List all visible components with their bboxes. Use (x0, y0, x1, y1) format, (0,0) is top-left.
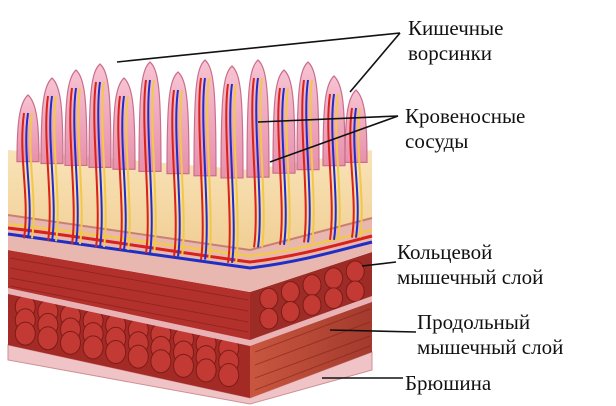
label-line: Кольцевой (397, 240, 493, 264)
vessel-branch (121, 95, 127, 251)
muscle-fiber-bundle (280, 280, 300, 303)
vessel-branch (353, 107, 359, 238)
muscle-fiber-bundle (302, 274, 322, 296)
vessel-branch (305, 79, 311, 243)
vessel-branch (251, 77, 257, 248)
vessel-branch (151, 79, 157, 254)
vessel-branch (125, 95, 131, 251)
vessel-branch (179, 89, 185, 257)
muscle-fiber-bundle (259, 307, 279, 330)
vessel-branch (309, 79, 315, 243)
vessel-branch (357, 107, 363, 238)
vessel-branch (49, 95, 55, 242)
villus (344, 89, 368, 163)
vessel-branch (171, 89, 177, 257)
label-intestinal-villi: Кишечные ворсинки (408, 16, 503, 66)
vessel-branch (101, 81, 107, 248)
muscle-fiber-bundle (302, 294, 322, 316)
vessel-branch (143, 79, 149, 254)
label-line: мышечный слой (417, 335, 564, 359)
vessel-branch (97, 81, 103, 248)
circular-muscle-layer (8, 250, 372, 346)
vessel-branch (25, 112, 31, 239)
vessel-branch (331, 93, 337, 240)
muscle-fiber-bundle (37, 326, 59, 351)
muscle-fiber-bundle (324, 287, 344, 310)
vessel-branch (21, 112, 27, 239)
vessel-branch (255, 77, 261, 248)
label-serosa: Брюшина (405, 371, 491, 396)
vessel-branch (349, 107, 355, 238)
muscle-fiber-bundle (82, 335, 104, 360)
muscle-fiber-bundle (280, 300, 300, 323)
label-line: ворсинки (408, 41, 493, 65)
muscle-fiber-bundle (173, 353, 194, 378)
vessel-branch (301, 79, 307, 243)
muscle-fiber-bundle (345, 280, 365, 303)
vessel-branch (147, 79, 153, 254)
leader-lines (116, 32, 417, 379)
muscle-fiber-bundle (345, 260, 365, 283)
label-line: Брюшина (405, 371, 492, 395)
vessel-branch (259, 77, 265, 248)
vessel-branch (73, 87, 79, 245)
muscle-fiber-bundle (150, 349, 172, 374)
vessel-branch (285, 87, 291, 245)
vessel-branch (277, 87, 283, 245)
label-line: Кишечные (408, 16, 504, 40)
label-line: мышечный слой (397, 265, 544, 289)
vessel-branch (327, 93, 333, 240)
muscle-fiber-bundle (259, 287, 279, 310)
muscle-fiber-bundle (14, 321, 36, 346)
vessel-branch (225, 83, 231, 264)
longitudinal-muscle-layer (8, 290, 372, 398)
vessel-branch (77, 87, 83, 245)
label-circular-muscle: Кольцевой мышечный слой (397, 240, 543, 290)
vessel-branch (53, 95, 59, 242)
villus (16, 94, 40, 163)
vessel-branch (198, 77, 204, 260)
vessel-branch (175, 89, 181, 257)
blood-vessels (7, 77, 373, 270)
vessel-branch (117, 95, 123, 251)
vessel-branch (29, 112, 35, 239)
muscle-fiber-bundle (105, 340, 127, 365)
vessel-branch (281, 87, 287, 245)
label-blood-vessels: Кровеносные сосуды (405, 104, 525, 154)
label-line: Продольный (417, 310, 531, 334)
vessel-branch (69, 87, 75, 245)
vessel-branch (206, 77, 212, 260)
vessel-branch (335, 93, 341, 240)
label-longitudinal-muscle: Продольный мышечный слой (417, 310, 563, 360)
label-line: сосуды (405, 129, 469, 153)
vessel-branch (233, 83, 239, 264)
vessel-branch (45, 95, 51, 242)
muscle-fiber-bundle (195, 358, 217, 383)
muscle-fiber-bundle (60, 330, 81, 355)
muscle-fiber-bundle (127, 344, 149, 369)
muscle-fiber-bundle (218, 363, 240, 388)
label-line: Кровеносные (405, 104, 526, 128)
vessel-branch (202, 77, 208, 260)
vessel-branch (93, 81, 99, 248)
muscle-fiber-bundle (324, 267, 344, 290)
vessel-branch (229, 83, 235, 264)
